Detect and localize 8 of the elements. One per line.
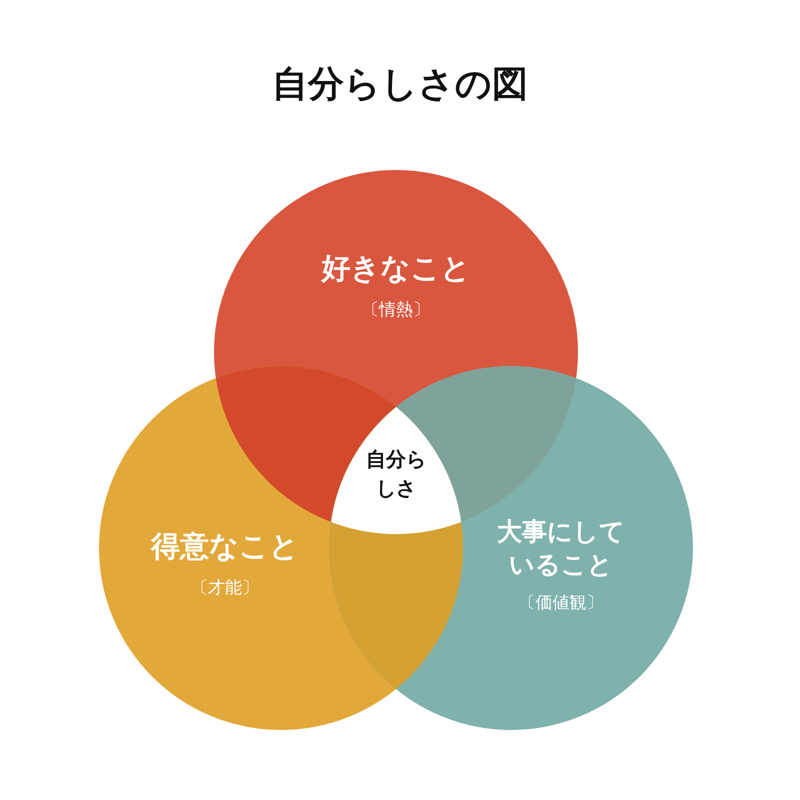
circle-heading: 好きなこと bbox=[322, 250, 470, 287]
circle-heading: 大事にしていること bbox=[496, 516, 626, 580]
circle-subtitle: 〔価値観〕 bbox=[518, 592, 604, 614]
center-label: 自分らしさ bbox=[364, 446, 427, 502]
circle-heading: 得意なこと bbox=[151, 528, 299, 565]
diagram-title: 自分らしさの図 bbox=[271, 63, 529, 107]
circle-subtitle: 〔情熱〕 bbox=[362, 298, 430, 321]
circle-subtitle: 〔才能〕 bbox=[191, 576, 259, 599]
